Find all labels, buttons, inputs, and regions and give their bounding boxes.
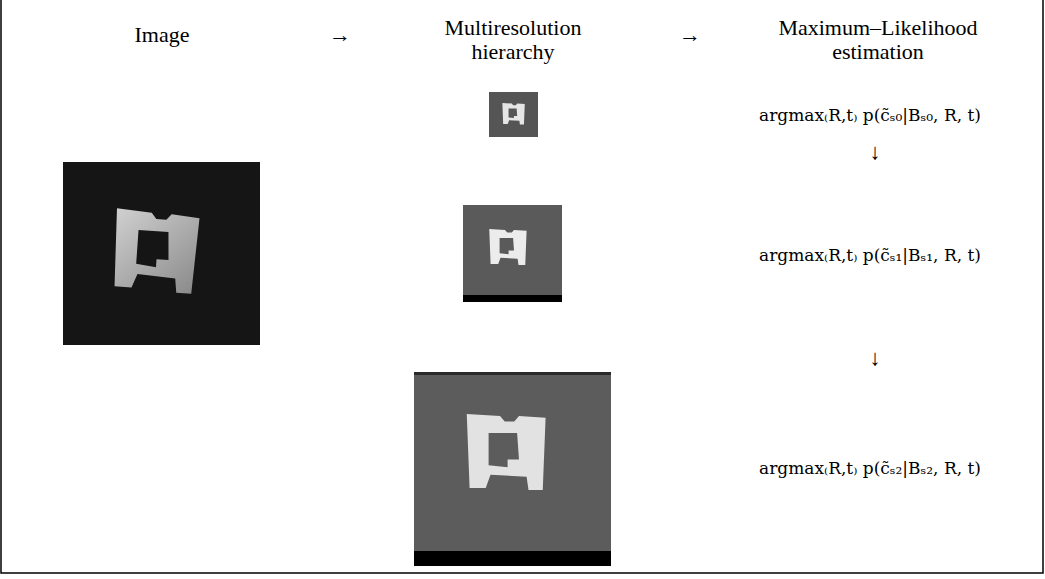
pyramid-level	[489, 92, 538, 137]
object-part	[489, 229, 526, 265]
pyramid-level	[463, 205, 562, 302]
object-part	[111, 208, 199, 294]
image-border	[463, 295, 562, 302]
flow-arrow: →	[679, 23, 701, 47]
formula: argmax₍R,t₎ p(c̃ₛ₂|Bₛ₂, R, t)	[759, 459, 981, 478]
column-heading: Multiresolution hierarchy	[426, 16, 601, 64]
formula: argmax₍R,t₎ p(c̃ₛ₁|Bₛ₁, R, t)	[759, 246, 981, 265]
flow-arrow: ↓	[870, 140, 881, 164]
object-part	[467, 414, 546, 490]
input-image	[63, 162, 260, 345]
pyramid-level	[414, 372, 611, 566]
column-heading: Image	[135, 23, 190, 47]
image-border	[414, 372, 611, 375]
object-part	[502, 103, 524, 125]
formula: argmax₍R,t₎ p(c̃ₛ₀|Bₛ₀, R, t)	[759, 106, 981, 125]
column-heading: Maximum–Likelihood estimation	[761, 16, 996, 64]
flow-arrow: ↓	[870, 346, 881, 370]
flow-arrow: →	[329, 23, 351, 47]
image-border	[414, 551, 611, 566]
